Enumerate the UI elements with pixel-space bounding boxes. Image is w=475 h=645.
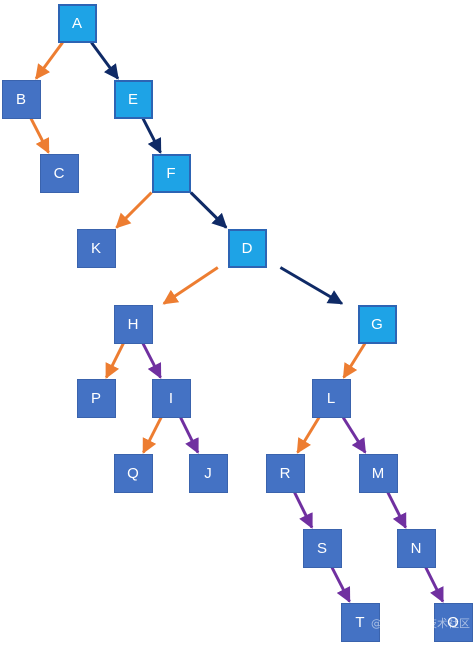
edge-s-t xyxy=(330,566,351,603)
edge-g-l xyxy=(342,342,367,379)
node-l: L xyxy=(311,378,351,418)
node-j: J xyxy=(188,453,228,493)
edge-n-o xyxy=(424,566,445,603)
node-f: F xyxy=(151,153,191,193)
node-b: B xyxy=(1,79,41,119)
edge-i-q xyxy=(142,416,163,454)
node-r: R xyxy=(265,453,305,493)
edge-i-j xyxy=(179,416,200,454)
edge-d-g xyxy=(279,266,344,305)
edge-f-d xyxy=(189,191,228,229)
node-k: K xyxy=(76,228,116,268)
node-g: G xyxy=(357,304,397,344)
edge-h-i xyxy=(141,342,162,379)
node-o: O xyxy=(433,602,473,642)
edge-h-p xyxy=(104,342,125,379)
node-h: H xyxy=(113,304,153,344)
edge-l-m xyxy=(341,416,367,454)
edge-e-f xyxy=(141,117,162,154)
edge-b-c xyxy=(29,117,50,154)
node-p: P xyxy=(76,378,116,418)
node-t: T xyxy=(340,602,380,642)
edge-l-r xyxy=(296,416,321,454)
edge-a-b xyxy=(34,41,64,80)
node-q: Q xyxy=(113,453,153,493)
node-d: D xyxy=(227,228,267,268)
node-m: M xyxy=(358,453,398,493)
edge-a-e xyxy=(90,41,120,80)
edge-m-n xyxy=(386,491,407,529)
edge-r-s xyxy=(293,491,314,529)
node-i: I xyxy=(151,378,191,418)
node-c: C xyxy=(39,153,79,193)
node-e: E xyxy=(113,79,153,119)
node-a: A xyxy=(57,3,97,43)
node-n: N xyxy=(396,528,436,568)
node-s: S xyxy=(302,528,342,568)
edge-d-h xyxy=(162,266,219,305)
edge-f-k xyxy=(115,191,153,229)
